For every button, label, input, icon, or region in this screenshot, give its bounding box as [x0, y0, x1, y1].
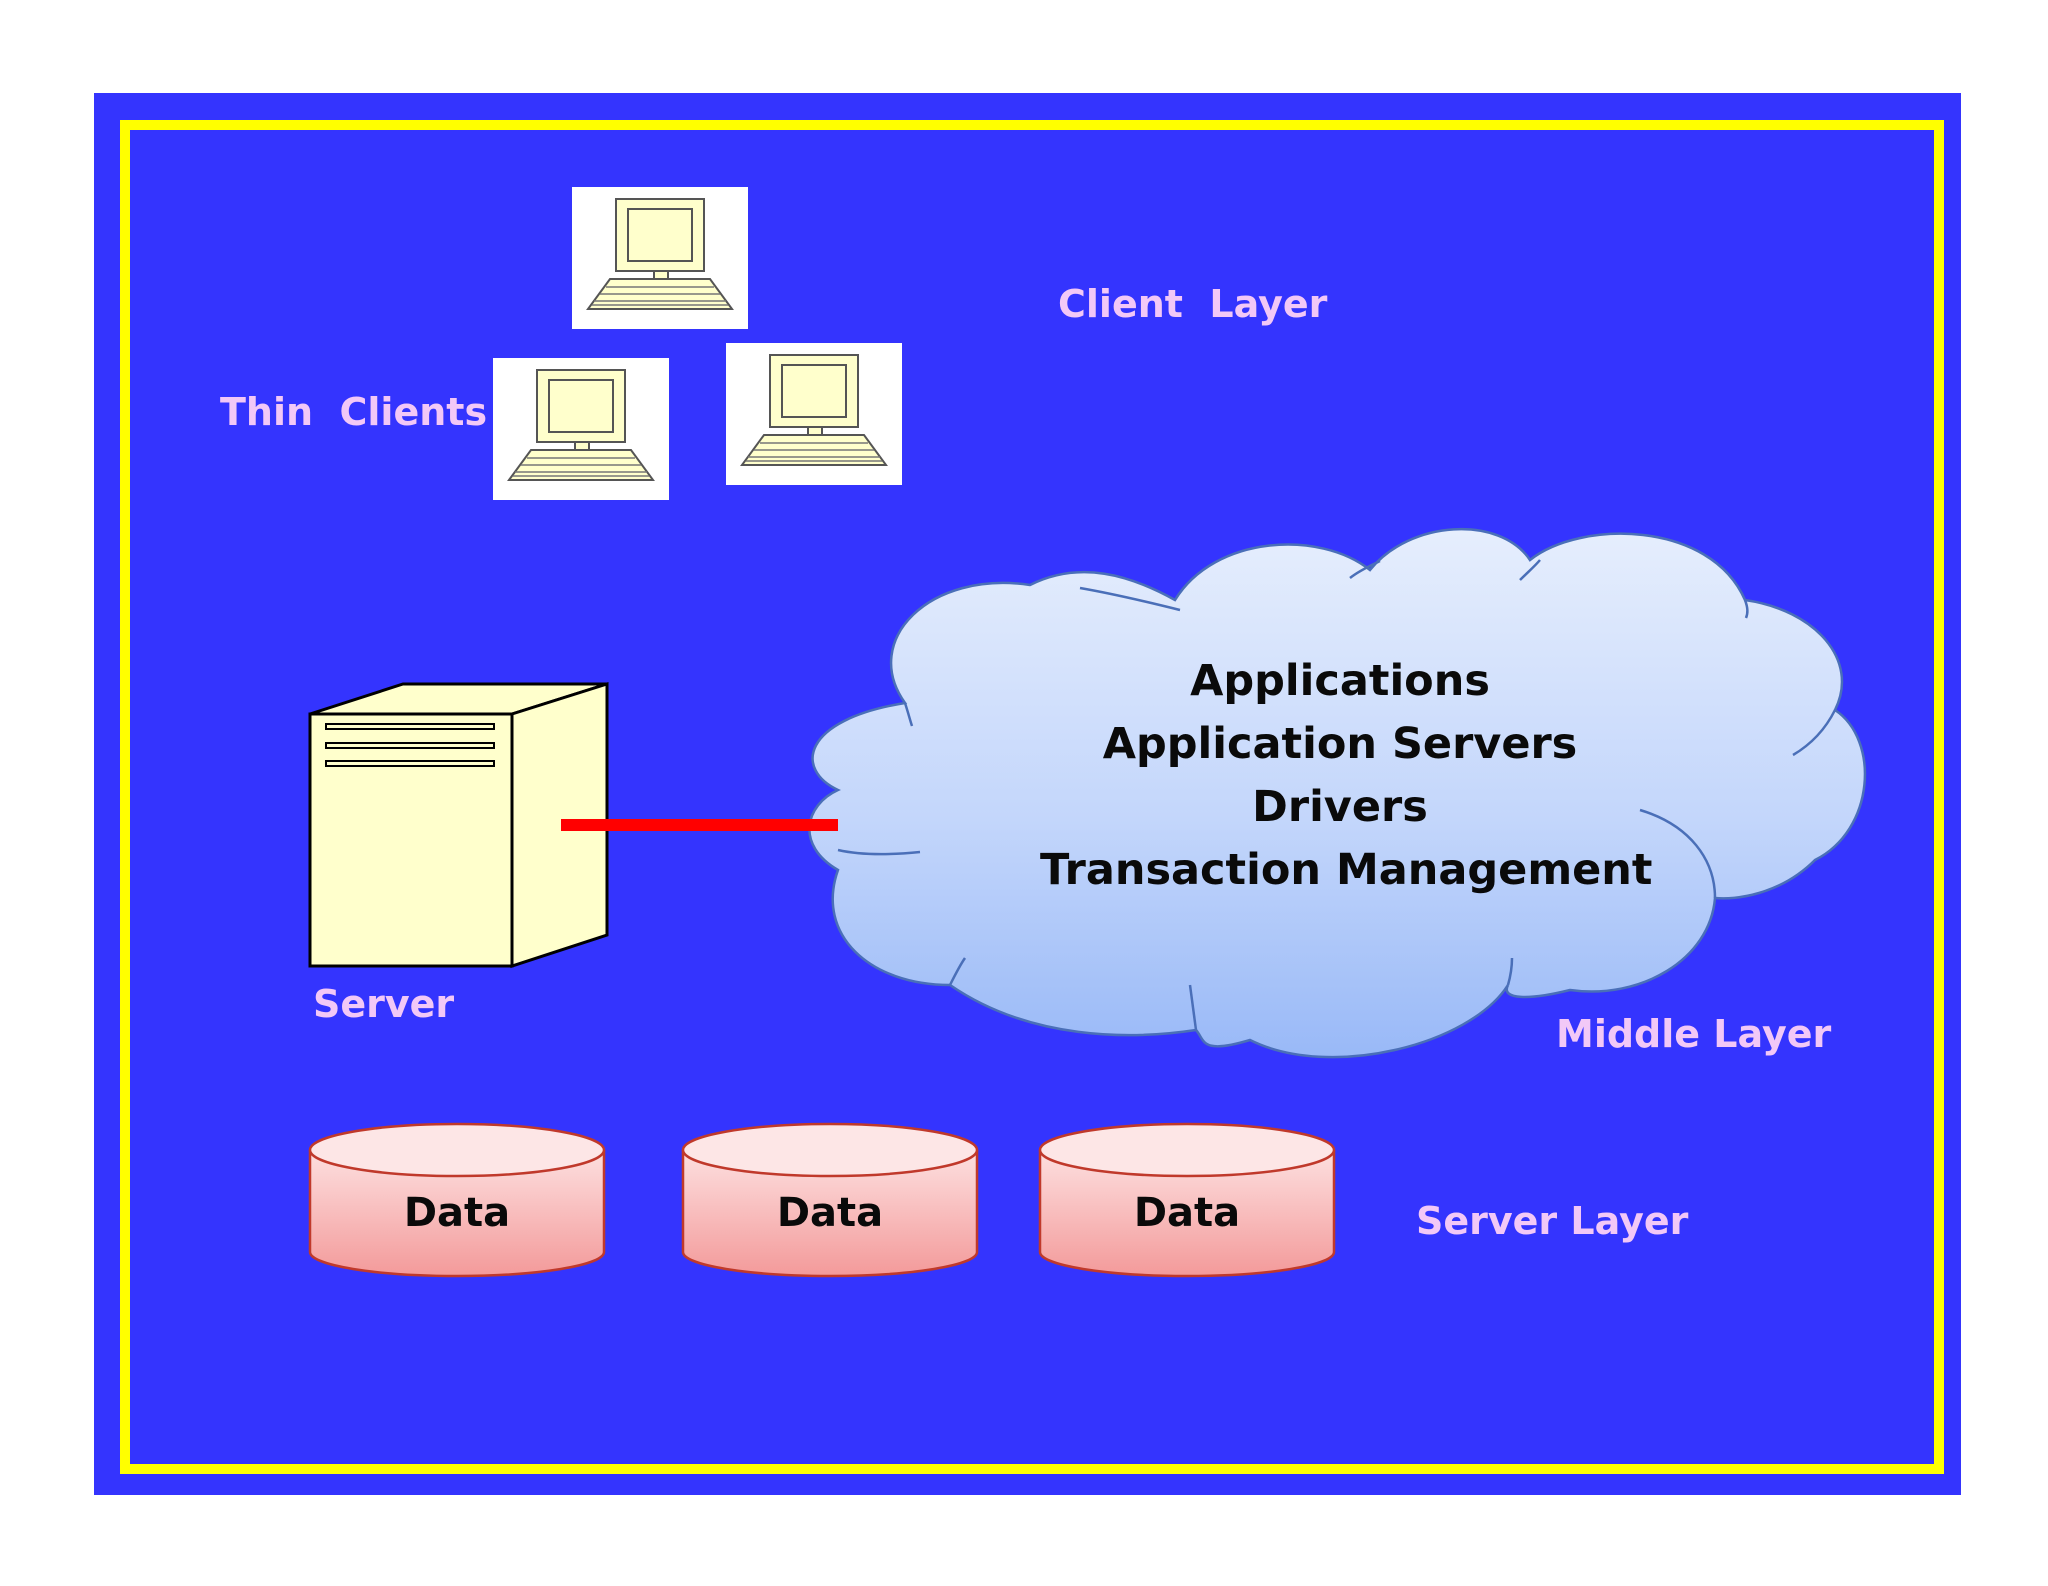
server-label: Server	[313, 982, 455, 1026]
thin-clients-label: Thin Clients	[220, 390, 488, 434]
database-cylinder-icon	[1038, 1122, 1336, 1278]
middle-layer-label: Middle Layer	[1556, 1012, 1832, 1056]
client-computer-icon	[571, 186, 749, 330]
server-layer-label: Server Layer	[1416, 1199, 1689, 1243]
cloud-shape	[808, 527, 1867, 1059]
client-computer-icon	[492, 357, 670, 501]
cloud-line-application-servers: Application Servers	[1102, 719, 1578, 769]
server-tower-icon	[308, 681, 609, 969]
cloud-text-block: Applications Application Servers Drivers…	[1040, 650, 1653, 902]
database-cylinder-icon	[681, 1122, 979, 1278]
database-label: Data	[776, 1190, 884, 1236]
cloud-line-transaction-management: Transaction Management	[1040, 845, 1653, 895]
cloud-line-applications: Applications	[1190, 656, 1490, 706]
database-cylinder-icon	[308, 1122, 606, 1278]
database-label: Data	[403, 1190, 511, 1236]
client-computer-icon	[725, 342, 903, 486]
cloud-line-drivers: Drivers	[1252, 782, 1428, 832]
yellow-frame	[120, 120, 1944, 1474]
database-label: Data	[1133, 1190, 1241, 1236]
client-layer-label: Client Layer	[1058, 282, 1328, 326]
